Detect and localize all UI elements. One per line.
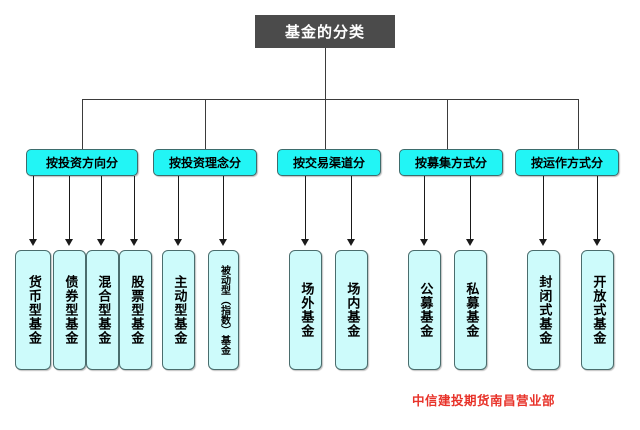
- category-box-raising-method[interactable]: 按募集方式分: [399, 149, 503, 176]
- leaf-box-private-placement-fund[interactable]: 私募基金: [454, 250, 487, 370]
- leaf-box-bond-fund[interactable]: 债券型基金: [53, 250, 86, 370]
- arrow-head-g3-c2: [347, 239, 355, 246]
- leaf-box-hybrid-fund[interactable]: 混合型基金: [86, 250, 119, 370]
- category-box-investment-philosophy[interactable]: 按投资理念分: [153, 149, 257, 176]
- leaf-label: 场外基金: [298, 282, 314, 338]
- leaf-label: 债券型基金: [62, 275, 78, 345]
- drop-line-category-1: [82, 99, 83, 149]
- arrow-head-g3-c1: [301, 239, 309, 246]
- arrow-shaft-g1-c4: [134, 176, 135, 240]
- arrow-shaft-g5-c1: [543, 176, 544, 240]
- leaf-box-passive-index-fund[interactable]: 被动型（指数）基金: [208, 250, 239, 370]
- leaf-label: 私募基金: [463, 282, 479, 338]
- leaf-label: 封闭式基金: [536, 275, 552, 345]
- arrow-head-g1-c2: [65, 239, 73, 246]
- arrow-shaft-g1-c3: [101, 176, 102, 240]
- category-box-investment-direction[interactable]: 按投资方向分: [26, 149, 138, 176]
- category-box-trading-channel[interactable]: 按交易渠道分: [277, 149, 381, 176]
- arrow-shaft-g3-c2: [351, 176, 352, 240]
- leaf-label: 被动型（指数）基金: [218, 265, 230, 355]
- leaf-label: 场内基金: [344, 282, 360, 338]
- arrow-shaft-g2-c2: [223, 176, 224, 240]
- leaf-box-equity-fund[interactable]: 股票型基金: [119, 250, 152, 370]
- distribution-bus: [82, 99, 578, 100]
- arrow-shaft-g4-c1: [424, 176, 425, 240]
- arrow-shaft-g2-c1: [178, 176, 179, 240]
- trunk-stem: [325, 48, 326, 99]
- arrow-shaft-g4-c2: [470, 176, 471, 240]
- arrow-head-g2-c2: [219, 239, 227, 246]
- leaf-label: 主动型基金: [171, 275, 187, 345]
- leaf-box-money-market-fund[interactable]: 货币型基金: [15, 250, 51, 370]
- leaf-label: 公募基金: [417, 282, 433, 338]
- leaf-label: 开放式基金: [590, 275, 606, 345]
- arrow-head-g5-c1: [539, 239, 547, 246]
- leaf-box-open-end-fund[interactable]: 开放式基金: [581, 250, 614, 370]
- arrow-head-g4-c2: [466, 239, 474, 246]
- drop-line-category-3: [325, 99, 326, 149]
- category-box-operation-method[interactable]: 按运作方式分: [515, 149, 619, 176]
- arrow-head-g1-c3: [97, 239, 105, 246]
- leaf-label: 货币型基金: [25, 275, 41, 345]
- arrow-head-g1-c4: [130, 239, 138, 246]
- leaf-box-otc-fund[interactable]: 场外基金: [289, 250, 322, 370]
- leaf-box-public-offering-fund[interactable]: 公募基金: [408, 250, 441, 370]
- leaf-label: 混合型基金: [95, 275, 111, 345]
- drop-line-category-5: [578, 99, 579, 149]
- leaf-box-active-fund[interactable]: 主动型基金: [162, 250, 195, 370]
- leaf-box-closed-end-fund[interactable]: 封闭式基金: [527, 250, 560, 370]
- leaf-label: 股票型基金: [128, 275, 144, 345]
- drop-line-category-4: [447, 99, 448, 149]
- drop-line-category-2: [205, 99, 206, 149]
- footer-attribution: 中信建投期货南昌营业部: [412, 393, 556, 408]
- arrow-head-g4-c1: [420, 239, 428, 246]
- diagram-title-node: 基金的分类: [255, 15, 395, 48]
- leaf-box-exchange-traded-fund[interactable]: 场内基金: [335, 250, 368, 370]
- arrow-shaft-g3-c1: [305, 176, 306, 240]
- arrow-shaft-g5-c2: [597, 176, 598, 240]
- arrow-head-g5-c2: [593, 239, 601, 246]
- arrow-head-g1-c1: [29, 239, 37, 246]
- arrow-shaft-g1-c2: [69, 176, 70, 240]
- arrow-head-g2-c1: [174, 239, 182, 246]
- arrow-shaft-g1-c1: [33, 176, 34, 240]
